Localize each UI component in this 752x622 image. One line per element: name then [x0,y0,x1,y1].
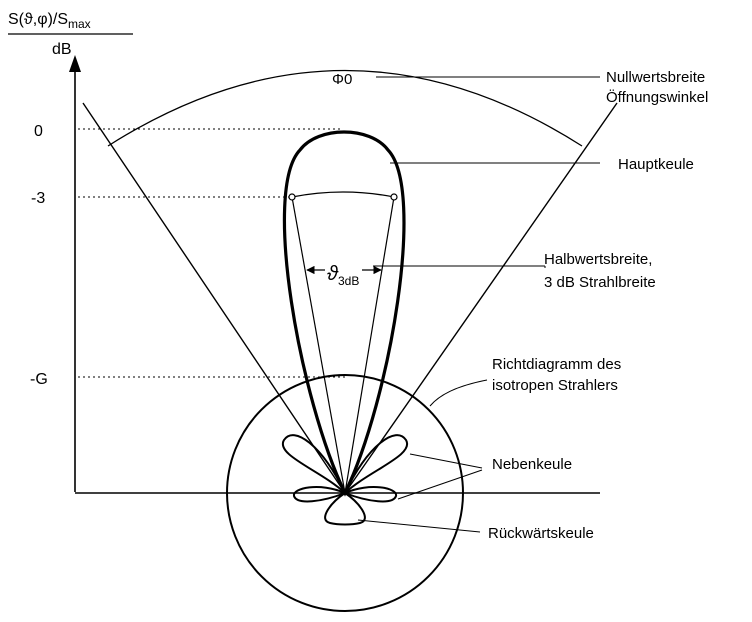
null-line-right [344,102,618,494]
side-lobe-lower-left [293,486,348,503]
halfpower-point-right [390,193,398,201]
phi0-arc [107,69,583,147]
leader-rueckwaertskeule [357,519,481,533]
null-line-left [82,102,346,494]
leader-nebenkeule-upper [409,453,483,469]
tick-label-minusG: -G [30,371,48,388]
label-halbwertsbreite: Halbwertsbreite, [544,251,652,268]
leader-richtdiagramm [429,379,488,407]
y-axis-arrow [69,55,81,72]
isotropic-circle [226,374,464,612]
label-richtdiagramm: Richtdiagramm des [492,356,621,373]
main-lobe [282,130,406,497]
tick-label-0: 0 [34,123,43,140]
side-lobe-upper-right [344,434,409,494]
theta-3db-symbol: ϑ3dB [327,263,359,288]
label-strahlbreite: 3 dB Strahlbreite [544,274,656,291]
tick-label-minus3: -3 [31,190,45,207]
phi0-label: Φ0 [332,71,352,88]
halfpower-line-right [344,196,395,494]
side-lobe-lower-right [342,486,397,503]
label-isotrop: isotropen Strahlers [492,377,618,394]
y-axis-unit: dB [52,41,72,58]
halfpower-arc [291,191,395,198]
halfpower-point-left [288,193,296,201]
side-lobe-upper-left [281,434,346,494]
label-oeffnungswinkel: Öffnungswinkel [606,88,708,106]
label-hauptkeule: Hauptkeule [618,156,694,173]
halfpower-line-left [291,196,346,494]
label-nebenkeule: Nebenkeule [492,456,572,473]
label-rueckwaertskeule: Rückwärtskeule [488,525,594,542]
leader-nebenkeule-lower [397,469,483,500]
label-nullwertsbreite: Nullwertsbreite [606,69,705,86]
y-axis-label: S(ϑ,φ)/Smax [8,11,91,31]
back-lobe [324,491,366,526]
